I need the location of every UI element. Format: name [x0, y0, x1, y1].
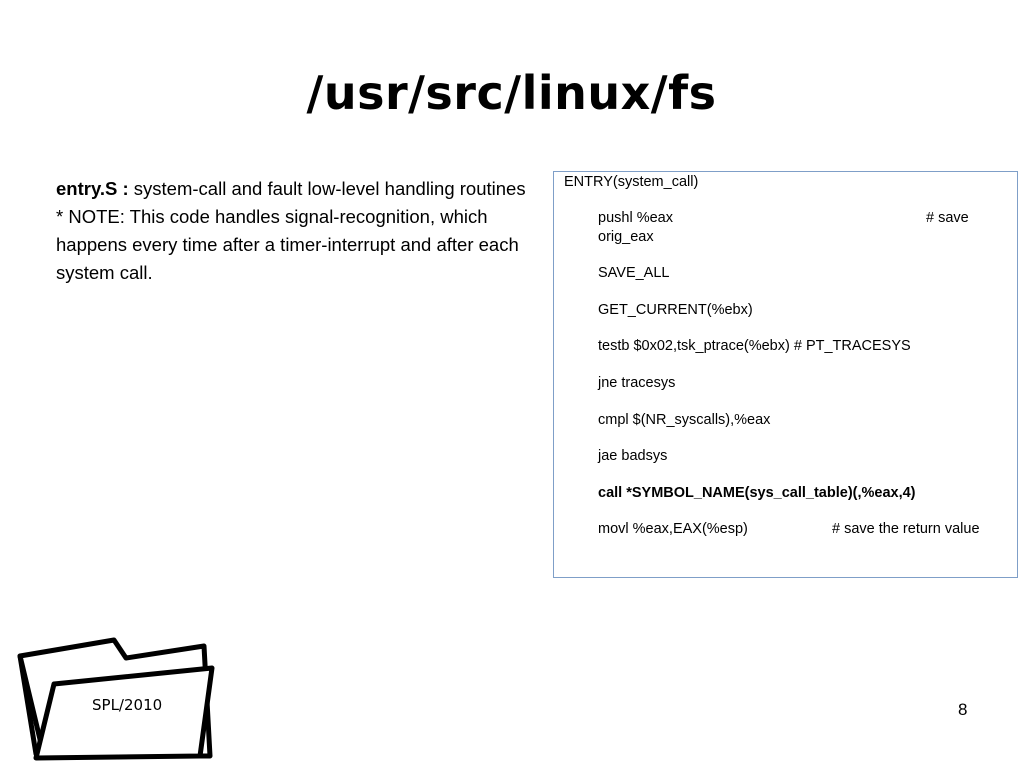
- code-comment: # save: [926, 210, 969, 226]
- code-entry-label: ENTRY(system_call): [564, 174, 699, 190]
- code-line: pushl %eax: [598, 210, 673, 226]
- folder-icon: [17, 637, 215, 761]
- code-line: movl %eax,EAX(%esp): [598, 521, 748, 537]
- note-text: * NOTE: This code handles signal-recogni…: [56, 206, 519, 283]
- code-line: cmpl $(NR_syscalls),%eax: [598, 412, 771, 428]
- code-line: GET_CURRENT(%ebx): [598, 302, 753, 318]
- code-line: SAVE_ALL: [598, 265, 670, 281]
- folder-label: SPL/2010: [92, 696, 163, 714]
- code-line: jae badsys: [598, 448, 668, 464]
- code-line: call *SYMBOL_NAME(sys_call_table)(,%eax,…: [598, 485, 916, 501]
- file-description: system-call and fault low-level handling…: [128, 178, 526, 199]
- code-line: orig_eax: [598, 229, 654, 245]
- code-comment: # save the return value: [832, 521, 980, 537]
- file-name: entry.S :: [56, 178, 129, 199]
- code-listing: ENTRY(system_call) pushl %eax # save ori…: [553, 171, 1018, 578]
- code-line: jne tracesys: [598, 375, 676, 391]
- description-text: entry.S : system-call and fault low-leve…: [56, 175, 536, 287]
- page-number: 8: [958, 700, 968, 719]
- slide-title: /usr/src/linux/fs: [306, 66, 717, 120]
- code-line: testb $0x02,tsk_ptrace(%ebx) # PT_TRACES…: [598, 338, 911, 354]
